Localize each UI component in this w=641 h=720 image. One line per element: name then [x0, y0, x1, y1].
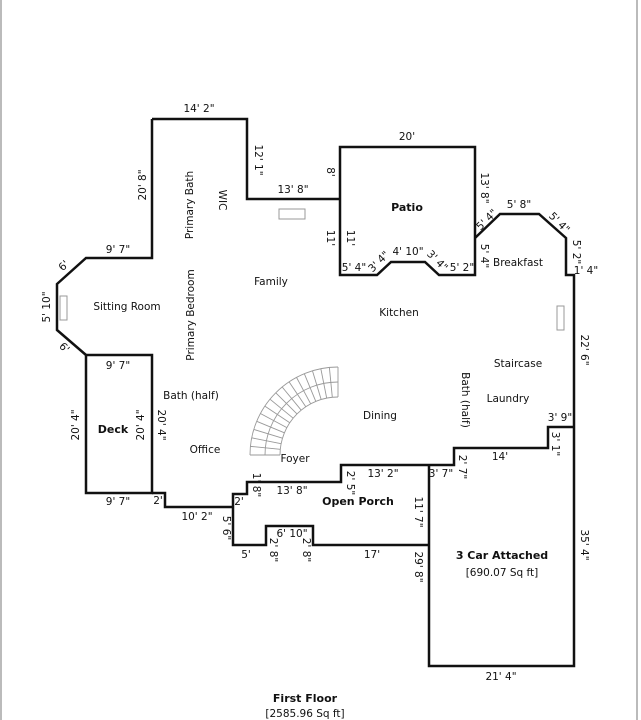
dim: 13' 8" — [276, 485, 307, 497]
dim: 20' 4" — [70, 409, 82, 440]
floor-title: First Floor — [273, 692, 338, 705]
fireplace-icon — [278, 208, 306, 220]
dim: 5' 2" — [450, 262, 474, 274]
stair-tread — [253, 429, 283, 439]
dim: 2' 7" — [456, 455, 468, 479]
room-kitchen: Kitchen — [379, 307, 418, 319]
dim: 11' — [344, 230, 356, 246]
floor-total-area: [2585.96 Sq ft] — [265, 708, 344, 720]
fireplace-icon — [59, 295, 68, 321]
stair-tread — [320, 368, 328, 399]
dim: 35' 4" — [578, 529, 590, 560]
dim: 5' 8" — [507, 199, 531, 211]
garage-area: [690.07 Sq ft] — [466, 567, 539, 579]
dim: 5' 4" — [342, 262, 366, 274]
stair-tread — [251, 437, 282, 445]
dim: 5' 2" — [570, 240, 582, 264]
stair-tread — [256, 420, 285, 434]
stair-tread — [296, 377, 312, 405]
stair-tread — [288, 381, 307, 408]
room-primary-bath: Primary Bath — [184, 171, 196, 239]
stair-tread — [281, 386, 302, 411]
dim: 9' 7" — [106, 360, 130, 372]
dim: 1' 4" — [574, 265, 598, 277]
room-family: Family — [254, 276, 288, 288]
dim: 6' — [56, 340, 71, 355]
dim: 5' 10" — [41, 291, 53, 322]
dim: 4' 10" — [392, 246, 423, 258]
stair-tread — [328, 367, 333, 398]
dim: 5' 6" — [220, 516, 232, 540]
dim: 21' 4" — [485, 671, 516, 683]
dim: 2' — [153, 495, 163, 507]
dim: 13' 8" — [478, 172, 490, 203]
dim: 1' 8" — [250, 473, 262, 497]
dim: 22' 6" — [578, 334, 590, 365]
stair-tread — [275, 392, 298, 415]
dim: 6' 10" — [276, 528, 307, 540]
deck-outline — [84, 353, 154, 495]
dim: 10' 2" — [181, 511, 212, 523]
dim: 5' — [241, 549, 251, 561]
room-staircase: Staircase — [494, 358, 542, 370]
dim: 29' 8" — [412, 551, 424, 582]
dim: 20' 8" — [137, 169, 149, 200]
room-breakfast: Breakfast — [493, 257, 543, 269]
house-outline — [55, 117, 576, 668]
room-sitting-room: Sitting Room — [93, 301, 160, 313]
dim: 5' 4" — [478, 244, 490, 268]
dim: 3' 9" — [548, 412, 572, 424]
stair-tread — [312, 370, 322, 400]
area-patio: Patio — [391, 201, 423, 214]
area-deck: Deck — [98, 423, 129, 436]
dim: 17' — [364, 549, 380, 561]
stair-tread — [250, 445, 281, 450]
dim: 9' 7" — [106, 496, 130, 508]
area-open-porch: Open Porch — [322, 495, 394, 508]
dim: 20' — [399, 131, 415, 143]
stair-tread — [303, 373, 317, 402]
room-foyer: Foyer — [280, 453, 310, 465]
room-bath-half-left: Bath (half) — [163, 390, 219, 402]
dim: 12' 1" — [252, 144, 264, 175]
dim: 20' 4" — [135, 409, 147, 440]
stair-tread — [269, 398, 294, 419]
room-wic: WIC — [216, 190, 228, 211]
room-laundry: Laundry — [487, 393, 530, 405]
room-labels: Primary Bath WIC Family Sitting Room Pri… — [93, 171, 548, 720]
room-bath-half-right: Bath (half) — [459, 372, 471, 428]
dim: 11' — [324, 230, 336, 246]
fireplace-icon — [556, 305, 565, 331]
dim: 11' 7" — [412, 496, 424, 527]
dim: 14' 2" — [183, 103, 214, 115]
patio-outline — [338, 145, 477, 277]
dim: 3' 4" — [424, 248, 450, 274]
room-primary-bedroom: Primary Bedroom — [185, 269, 197, 360]
dim: 20' 4" — [155, 409, 167, 440]
dim: 3' 1" — [549, 432, 561, 456]
dim: 14' — [492, 451, 508, 463]
stair-arc — [279, 396, 339, 456]
stair-tread — [264, 405, 291, 424]
dim: 5' 4" — [474, 207, 500, 233]
dim: 2' 8" — [300, 538, 312, 562]
area-garage: 3 Car Attached — [456, 549, 548, 562]
dim: 2' 5" — [344, 471, 356, 495]
stair-tread — [260, 413, 288, 429]
dim: 2' — [234, 496, 244, 508]
curved-staircase-icon — [249, 366, 339, 456]
dim: 8' — [324, 167, 336, 177]
dim: 3' 7" — [429, 468, 453, 480]
room-dining: Dining — [363, 410, 397, 422]
room-office: Office — [190, 444, 221, 456]
dim: 9' 7" — [106, 244, 130, 256]
dim: 13' 8" — [277, 184, 308, 196]
dim: 2' 8" — [267, 538, 279, 562]
dim: 13' 2" — [367, 468, 398, 480]
dim: 3' 4" — [366, 249, 392, 275]
